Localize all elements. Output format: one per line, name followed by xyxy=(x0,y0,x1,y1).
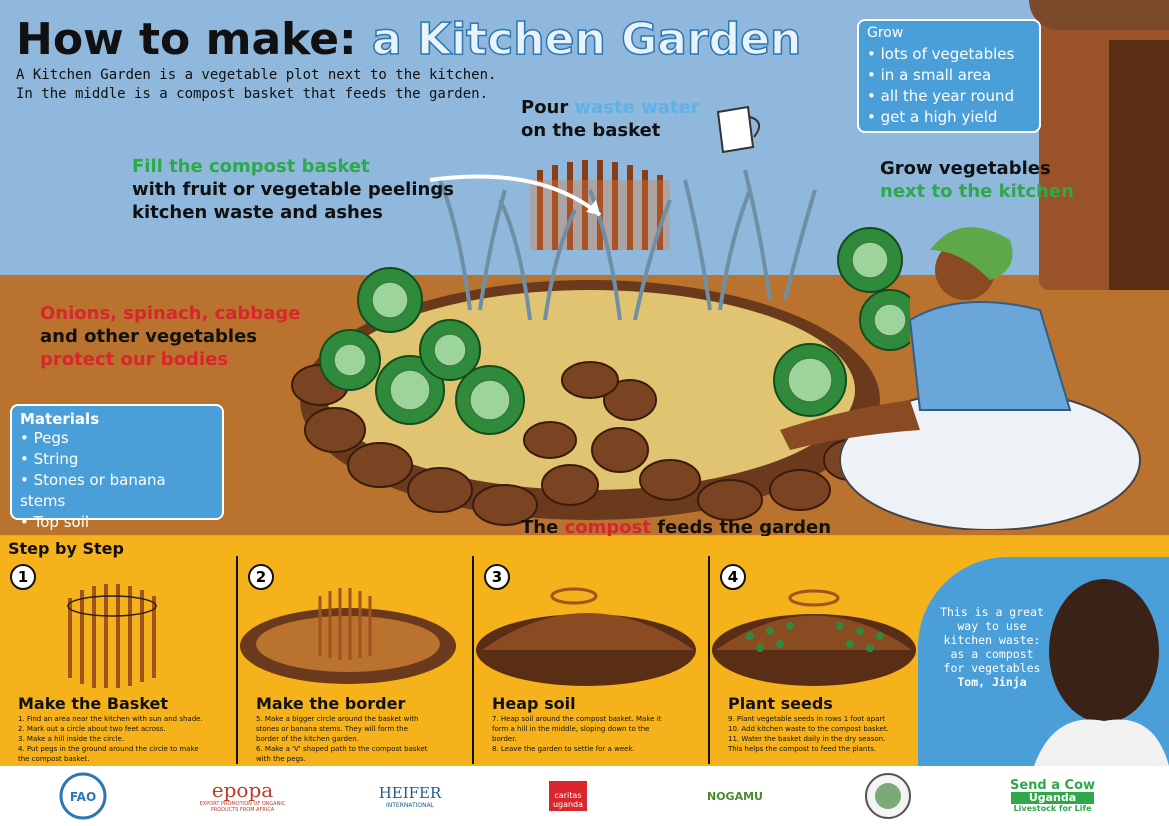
heap-illustration xyxy=(476,587,696,686)
logos-bar: FAO epopa EXPORT PROMOTION OF ORGANIC PR… xyxy=(0,766,1169,826)
planting-illustration xyxy=(712,589,916,686)
heifer-sub: INTERNATIONAL xyxy=(385,801,435,809)
fill-callout: Fill the compost basket with fruit or ve… xyxy=(132,155,454,224)
nogamu-logo: NOGAMU xyxy=(705,766,765,826)
nogamu-name: NOGAMU xyxy=(707,789,763,803)
grow-box: Grow • lots of vegetables • in a small a… xyxy=(857,19,1041,133)
grow-item: • lots of vegetables xyxy=(867,45,1015,63)
hut-illustration xyxy=(1029,0,1169,290)
grow-item: • get a high yield xyxy=(867,108,998,126)
materials-item: • Top soil xyxy=(20,513,90,531)
materials-item: • String xyxy=(20,450,79,468)
fill-heading: Fill the compost basket xyxy=(132,156,370,177)
step-text: 1. Find an area near the kitchen with su… xyxy=(18,715,203,763)
basket-illustration xyxy=(67,584,157,688)
pour-text: Pour xyxy=(521,97,575,118)
heifer-logo: HEIFER INTERNATIONAL xyxy=(365,766,455,826)
materials-item: • Pegs xyxy=(20,429,69,447)
border-illustration xyxy=(240,588,456,684)
seal-logo xyxy=(860,766,915,826)
onions-heading: Onions, spinach, cabbage xyxy=(40,303,301,324)
step-tab-label: Step by Step xyxy=(8,539,124,558)
step-text: 7. Heap soil around the compost basket. … xyxy=(492,715,662,753)
epopa-logo: epopa EXPORT PROMOTION OF ORGANIC PRODUC… xyxy=(195,766,290,826)
compost-text: The xyxy=(521,517,565,538)
step-panel-3: 3 Heap soil 7. Heap soil around the comp… xyxy=(474,556,710,764)
step-heading: Heap soil xyxy=(492,694,576,713)
grow-item: • in a small area xyxy=(867,66,992,84)
sendacow-name: Send a Cow xyxy=(1009,778,1096,793)
title-main: How to make: xyxy=(16,14,357,65)
intro-line: In the middle is a compost basket that f… xyxy=(16,86,489,102)
compost-callout: The compost feeds the garden xyxy=(521,516,831,539)
caritas-sub: uganda xyxy=(552,800,584,809)
step-number: 4 xyxy=(720,564,746,590)
title-accent: a Kitchen Garden xyxy=(371,13,802,66)
step-panel-4: 4 Plant seeds 9. Plant vegetable seeds i… xyxy=(710,556,918,764)
pour-highlight: waste water xyxy=(574,97,700,118)
svg-text:FAO: FAO xyxy=(70,790,96,804)
caritas-name: caritas xyxy=(554,791,582,800)
pour-text-2: on the basket xyxy=(521,120,661,141)
arrow-icon xyxy=(429,174,602,217)
hut-roof xyxy=(1029,0,1169,30)
step-number: 1 xyxy=(10,564,36,590)
sendacow-logo: Send a Cow Uganda Livestock for Life xyxy=(990,766,1115,826)
woman-illustration xyxy=(780,227,1141,530)
onions-line: and other vegetables xyxy=(40,326,258,347)
step-panel-2: 2 Make the border 5. Make a bigger circl… xyxy=(238,556,474,764)
sendacow-bar: Uganda xyxy=(1010,792,1095,804)
jug-icon xyxy=(716,105,761,154)
grow-callout-line: Grow vegetables xyxy=(880,158,1051,179)
step-text: 9. Plant vegetable seeds in rows 1 foot … xyxy=(728,715,889,753)
man-portrait-illustration xyxy=(1034,579,1169,766)
intro-line: A Kitchen Garden is a vegetable plot nex… xyxy=(16,67,497,83)
step-text: 5. Make a bigger circle around the baske… xyxy=(256,715,428,763)
epopa-name: epopa xyxy=(211,778,274,802)
sendacow-tagline: Livestock for Life xyxy=(1013,804,1092,813)
materials-item: • Stones or banana stems xyxy=(20,471,166,510)
grow-item: • all the year round xyxy=(867,87,1015,105)
grow-callout: Grow vegetables next to the kitchen xyxy=(880,157,1074,203)
caritas-logo: caritas uganda xyxy=(548,766,588,826)
compost-text-2: feeds the garden xyxy=(650,517,832,538)
step-number: 3 xyxy=(484,564,510,590)
garden-illustration xyxy=(291,160,910,526)
fao-logo: FAO xyxy=(48,766,118,826)
fao-logo-icon: FAO xyxy=(59,772,107,820)
fill-line: with fruit or vegetable peelings xyxy=(132,179,454,200)
materials-heading: Materials xyxy=(20,410,100,428)
step-heading: Make the border xyxy=(256,694,406,713)
seal-logo-icon xyxy=(864,773,911,819)
fill-line: kitchen waste and ashes xyxy=(132,202,383,223)
step-heading: Plant seeds xyxy=(728,694,833,713)
step-by-step-tab: Step by Step xyxy=(0,536,160,562)
intro-text: A Kitchen Garden is a vegetable plot nex… xyxy=(16,66,496,104)
quote-author: Tom, Jinja xyxy=(957,675,1027,689)
compost-highlight: compost xyxy=(564,517,651,538)
onions-callout: Onions, spinach, cabbage and other veget… xyxy=(40,302,300,371)
page-title: How to make: a Kitchen Garden xyxy=(16,13,802,66)
step-panel-1: 1 Make the Basket 1. Find an area near t… xyxy=(0,556,238,764)
grow-heading: Grow xyxy=(867,25,904,41)
grow-callout-highlight: next to the kitchen xyxy=(880,181,1074,202)
onions-highlight: protect our bodies xyxy=(40,349,229,370)
hut-door xyxy=(1109,40,1169,290)
step-heading: Make the Basket xyxy=(18,694,169,713)
step-number: 2 xyxy=(248,564,274,590)
pour-callout: Pour waste water on the basket xyxy=(521,96,700,142)
materials-box: Materials • Pegs • String • Stones or ba… xyxy=(10,404,224,531)
heifer-name: HEIFER xyxy=(378,783,442,802)
epopa-sub: EXPORT PROMOTION OF ORGANIC PRODUCTS FRO… xyxy=(199,801,286,813)
